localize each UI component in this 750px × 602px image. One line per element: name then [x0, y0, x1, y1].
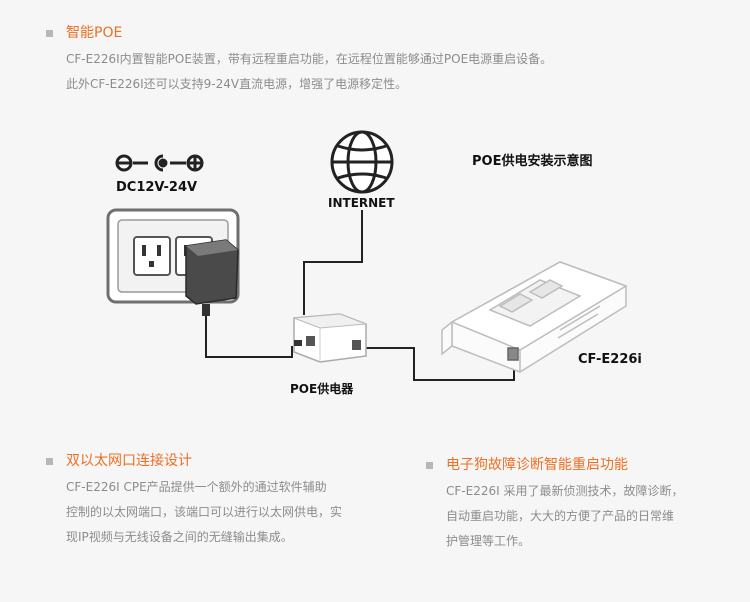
diagram-drawing [106, 130, 628, 381]
poe-install-diagram: POE供电安装示意图 INTERNET DC12V-24V POE供电器 CF-… [0, 110, 750, 420]
section-text-poe: CF-E226I内置智能POE装置，带有远程重启功能，在远程位置能够通过POE电… [66, 47, 552, 97]
cpe-device-icon [441, 261, 628, 373]
text-line: 此外CF-E226I还可以支持9-24V直流电源，增强了电源移定性。 [66, 77, 408, 91]
dc-polarity-icon [115, 154, 204, 172]
bullet-square-icon [426, 462, 433, 469]
diagram-title: POE供电安装示意图 [472, 154, 593, 169]
poe-injector-label: POE供电器 [290, 382, 354, 396]
text-line: 自动重启功能，大大的方便了产品的日常维 [446, 509, 675, 523]
text-line: 护管理等工作。 [446, 534, 531, 548]
dc-voltage-label: DC12V-24V [116, 180, 198, 195]
section-title-watchdog: 电子狗故障诊断智能重启功能 [446, 457, 628, 473]
poe-injector-icon [293, 313, 367, 363]
text-line: CF-E226I CPE产品提供一个额外的通过软件辅助 [66, 480, 327, 494]
section-text-dual-ethernet: CF-E226I CPE产品提供一个额外的通过软件辅助 控制的以太网端口，该端口… [66, 475, 342, 550]
text-line: 现IP视频与无线设备之间的无缝输出集成。 [66, 530, 293, 544]
section-title-poe: 智能POE [66, 25, 123, 41]
text-line: CF-E226I 采用了最新侦测技术，故障诊断， [446, 484, 684, 498]
power-adapter-icon [185, 239, 239, 316]
text-line: 控制的以太网端口，该端口可以进行以太网供电，实 [66, 505, 343, 519]
internet-label: INTERNET [328, 196, 395, 210]
text-line: CF-E226I内置智能POE装置，带有远程重启功能，在远程位置能够通过POE电… [66, 52, 553, 66]
section-title-dual-ethernet: 双以太网口连接设计 [66, 453, 192, 469]
bullet-square-icon [46, 458, 53, 465]
network-cables [205, 210, 515, 381]
bullet-square-icon [46, 30, 53, 37]
globe-icon [330, 130, 394, 194]
device-model-label: CF-E226i [578, 352, 642, 367]
section-text-watchdog: CF-E226I 采用了最新侦测技术，故障诊断， 自动重启功能，大大的方便了产品… [446, 479, 683, 554]
